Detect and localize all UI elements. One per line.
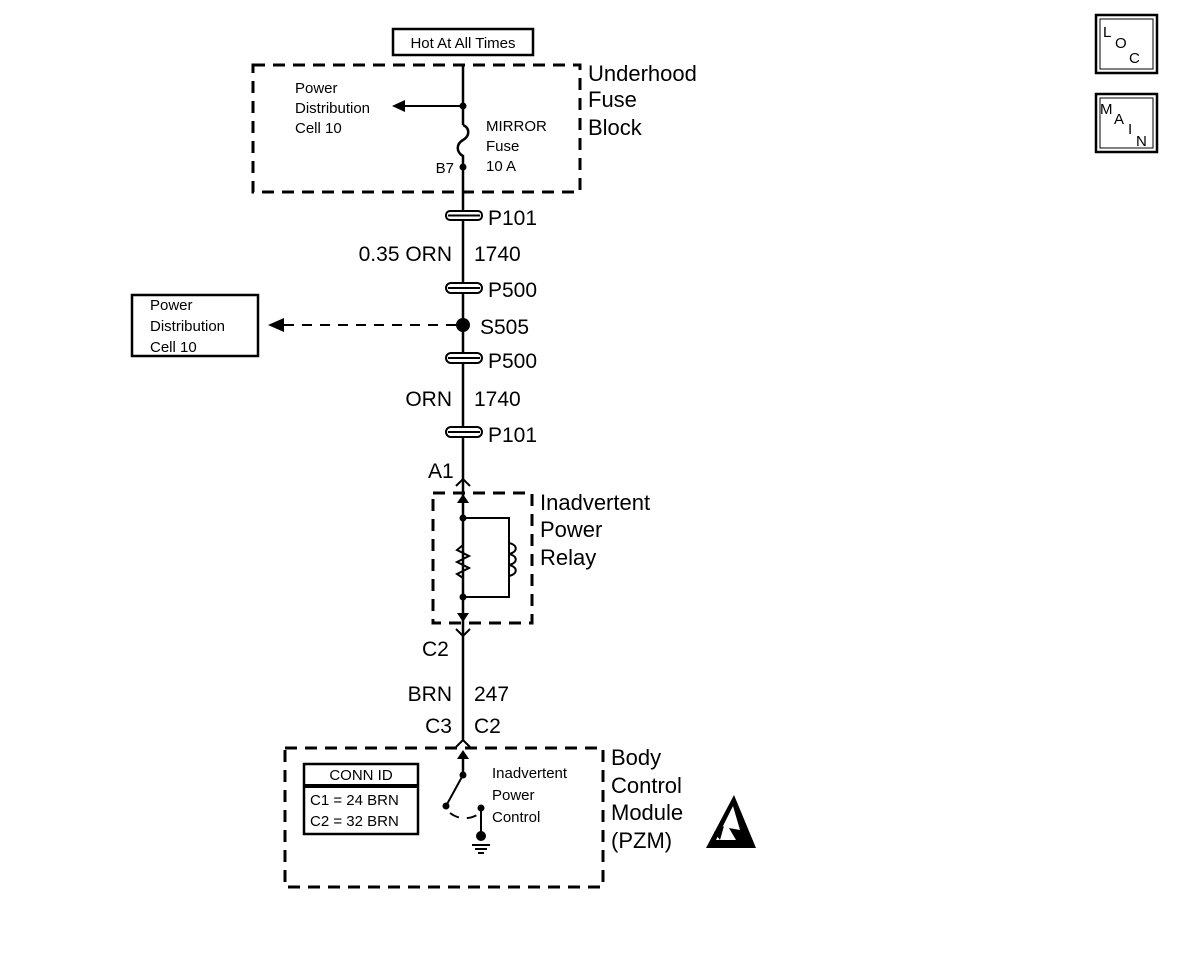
p500-top-label: P500 — [488, 279, 537, 302]
svg-text:M: M — [1100, 101, 1113, 118]
hot-at-all-times-label: Hot At All Times — [391, 27, 535, 57]
bcm-label-1: Body — [611, 745, 661, 770]
svg-text:Hot At All Times: Hot At All Times — [410, 35, 515, 52]
ground-icon — [476, 831, 486, 841]
underhood-fuse-block-outline — [251, 63, 582, 194]
connector-p101-bottom — [445, 426, 483, 438]
wire2-color: ORN — [405, 388, 452, 411]
arrow-up-icon — [457, 750, 469, 759]
relay-label-3: Relay — [540, 545, 596, 570]
s505-label: S505 — [480, 316, 529, 339]
arrow-down-icon — [457, 613, 469, 622]
switch-blade — [445, 774, 464, 807]
main-button[interactable]: M A I N — [1094, 92, 1159, 154]
fuse-name: MIRROR — [486, 118, 547, 135]
power-dist-top-1: Power — [295, 80, 338, 97]
connector-p500-bottom — [445, 352, 483, 364]
ipc-label-1: Inadvertent — [492, 765, 568, 782]
underhood-label-1: Underhood — [588, 61, 697, 86]
power-dist-left-2: Distribution — [150, 318, 225, 335]
p500-bottom-label: P500 — [488, 350, 537, 373]
fuse-symbol — [456, 123, 470, 167]
connector-p500-top — [445, 282, 483, 294]
coil-symbol — [508, 542, 517, 577]
underhood-label-2: Fuse — [588, 87, 637, 112]
conn-id-row2: C2 = 32 BRN — [310, 813, 399, 830]
svg-text:A: A — [1114, 111, 1124, 128]
esd-warning-icon — [706, 795, 756, 848]
wire1-color: 0.35 ORN — [359, 243, 452, 266]
bcm-pin-c3: C3 — [425, 715, 452, 738]
p101-top-label: P101 — [488, 207, 537, 230]
bcm-label-4: (PZM) — [611, 828, 672, 853]
svg-text:C: C — [1129, 50, 1140, 67]
power-dist-left-box — [130, 293, 260, 358]
bcm-outline — [283, 746, 605, 889]
wire1-circuit: 1740 — [474, 243, 521, 266]
relay-label-1: Inadvertent — [540, 490, 650, 515]
svg-text:O: O — [1115, 35, 1127, 52]
wire3-circuit: 247 — [474, 683, 509, 706]
fuse-pin: B7 — [436, 160, 454, 177]
ipc-label-3: Control — [492, 809, 540, 826]
bcm-label-2: Control — [611, 773, 682, 798]
wire2-circuit: 1740 — [474, 388, 521, 411]
power-dist-top-3: Cell 10 — [295, 120, 342, 137]
relay-label-2: Power — [540, 517, 602, 542]
arrow-left-icon — [392, 100, 405, 112]
svg-text:I: I — [1128, 121, 1132, 138]
p101-bottom-label: P101 — [488, 424, 537, 447]
conn-id-header: CONN ID — [329, 767, 393, 784]
power-dist-left-3: Cell 10 — [150, 339, 197, 356]
ipc-label-2: Power — [492, 787, 535, 804]
fuse-word: Fuse — [486, 138, 519, 155]
svg-text:N: N — [1136, 133, 1147, 150]
connector-p101-top — [445, 210, 483, 221]
conn-id-table: CONN ID C1 = 24 BRN C2 = 32 BRN — [302, 762, 420, 836]
splice-s505 — [456, 318, 470, 332]
bcm-label-3: Module — [611, 800, 683, 825]
relay-outline — [431, 491, 534, 625]
power-dist-top-2: Distribution — [295, 100, 370, 117]
underhood-label-3: Block — [588, 115, 643, 140]
fuse-rating: 10 A — [486, 158, 516, 175]
arrow-up-icon — [457, 494, 469, 503]
power-dist-left-1: Power — [150, 297, 193, 314]
relay-pin-a1: A1 — [428, 460, 454, 483]
conn-id-row1: C1 = 24 BRN — [310, 792, 399, 809]
wire3-color: BRN — [408, 683, 452, 706]
bcm-pin-c2: C2 — [474, 715, 501, 738]
loc-button[interactable]: L O C — [1094, 13, 1159, 75]
resistor-symbol — [454, 544, 472, 579]
arrow-left-icon — [268, 318, 284, 332]
relay-pin-c2: C2 — [422, 638, 449, 661]
svg-text:L: L — [1103, 24, 1111, 41]
